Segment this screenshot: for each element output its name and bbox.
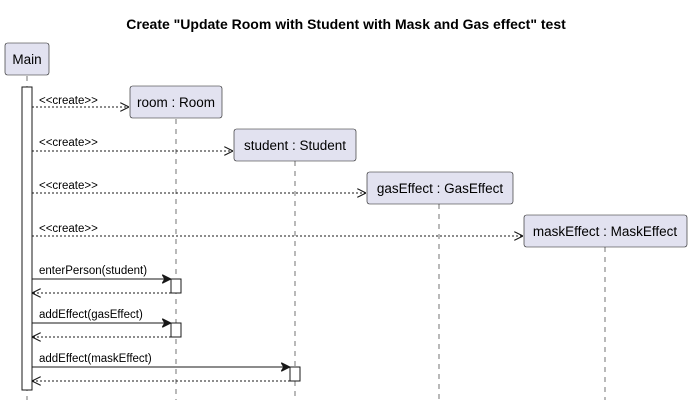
participant-student-box xyxy=(233,128,357,162)
participant-room-box xyxy=(129,85,223,119)
message-add-mask-effect: addEffect(maskEffect) xyxy=(32,353,290,367)
participant-main-label: Main xyxy=(12,52,41,67)
room-activation-bar-2 xyxy=(170,322,182,338)
message-create-gas-effect: <<create>> xyxy=(32,180,366,193)
message-create-student-label: <<create>> xyxy=(39,137,98,149)
main-activation-bar xyxy=(21,86,33,391)
message-add-gas-effect-label: addEffect(gasEffect) xyxy=(39,309,143,321)
participant-main: Main xyxy=(4,42,50,76)
diagram-title: Create "Update Room with Student with Ma… xyxy=(126,16,566,32)
message-enter-person: enterPerson(student) xyxy=(32,265,171,279)
participant-mask-effect: maskEffect : MaskEffect xyxy=(523,214,688,248)
participant-gas-effect-box xyxy=(366,171,514,205)
participant-main-box xyxy=(4,42,50,76)
message-create-room-label: <<create>> xyxy=(39,95,98,107)
message-enter-person-label: enterPerson(student) xyxy=(39,265,147,277)
participant-mask-effect-label: maskEffect : MaskEffect xyxy=(533,224,678,239)
message-create-student: <<create>> xyxy=(32,137,233,151)
participant-student-label: student : Student xyxy=(244,138,346,153)
participant-room-label: room : Room xyxy=(137,95,215,110)
message-create-room: <<create>> xyxy=(32,95,129,107)
participant-room: room : Room xyxy=(129,85,223,119)
message-add-mask-effect-label: addEffect(maskEffect) xyxy=(39,353,152,365)
room-activation-bar-1 xyxy=(170,278,182,294)
message-create-gas-effect-label: <<create>> xyxy=(39,180,98,192)
participant-mask-effect-box xyxy=(523,214,688,248)
participant-gas-effect: gasEffect : GasEffect xyxy=(366,171,514,205)
participant-student: student : Student xyxy=(233,128,357,162)
participant-gas-effect-label: gasEffect : GasEffect xyxy=(377,181,504,196)
student-activation-bar xyxy=(289,366,301,382)
message-create-mask-effect: <<create>> xyxy=(32,223,523,236)
message-add-gas-effect: addEffect(gasEffect) xyxy=(32,309,171,323)
message-create-mask-effect-label: <<create>> xyxy=(39,223,98,235)
